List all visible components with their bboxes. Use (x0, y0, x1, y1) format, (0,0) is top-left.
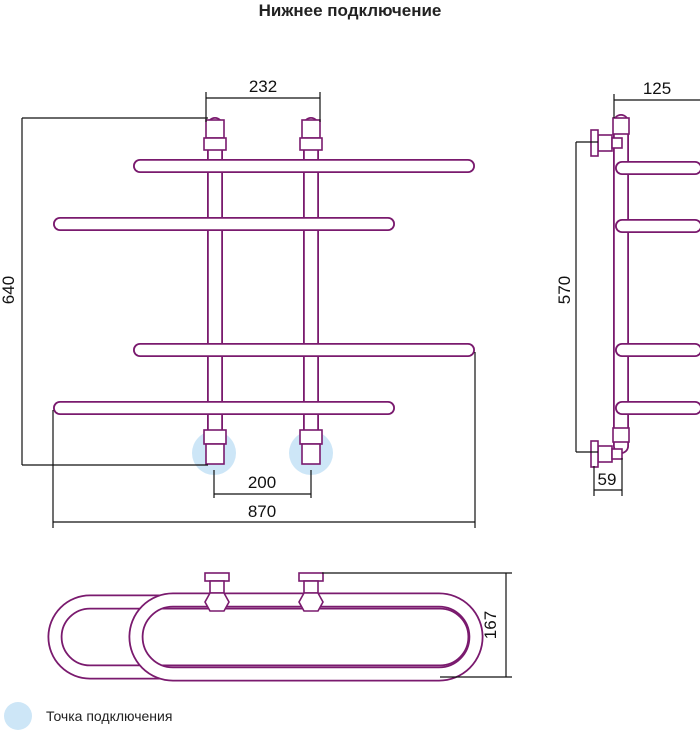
dim-bottom-depth: 167 (481, 611, 500, 639)
dim-side-height: 570 (555, 276, 574, 304)
diagram-title: Нижнее подключение (258, 1, 442, 20)
dim-width-total: 870 (248, 502, 276, 521)
fitting-top-left (203, 119, 227, 151)
front-view (53, 117, 475, 465)
fitting-bottom-left (203, 429, 227, 465)
fitting-bottom-right (299, 429, 323, 465)
side-view (590, 114, 700, 468)
dim-top-spacing: 232 (249, 77, 277, 96)
dim-depth: 125 (643, 79, 671, 98)
connection-point-swatch (4, 702, 32, 730)
dimension-lines-front (21, 92, 476, 528)
dim-connection-spacing: 200 (248, 473, 276, 492)
legend: Точка подключения (0, 700, 300, 734)
legend-label: Точка подключения (46, 708, 173, 724)
fitting-top-right (299, 119, 323, 151)
dimension-lines-top (322, 572, 512, 678)
dimension-lines-side (575, 94, 700, 496)
top-view (47, 572, 484, 682)
dim-offset: 59 (598, 470, 617, 489)
dim-height-total: 640 (0, 276, 18, 304)
